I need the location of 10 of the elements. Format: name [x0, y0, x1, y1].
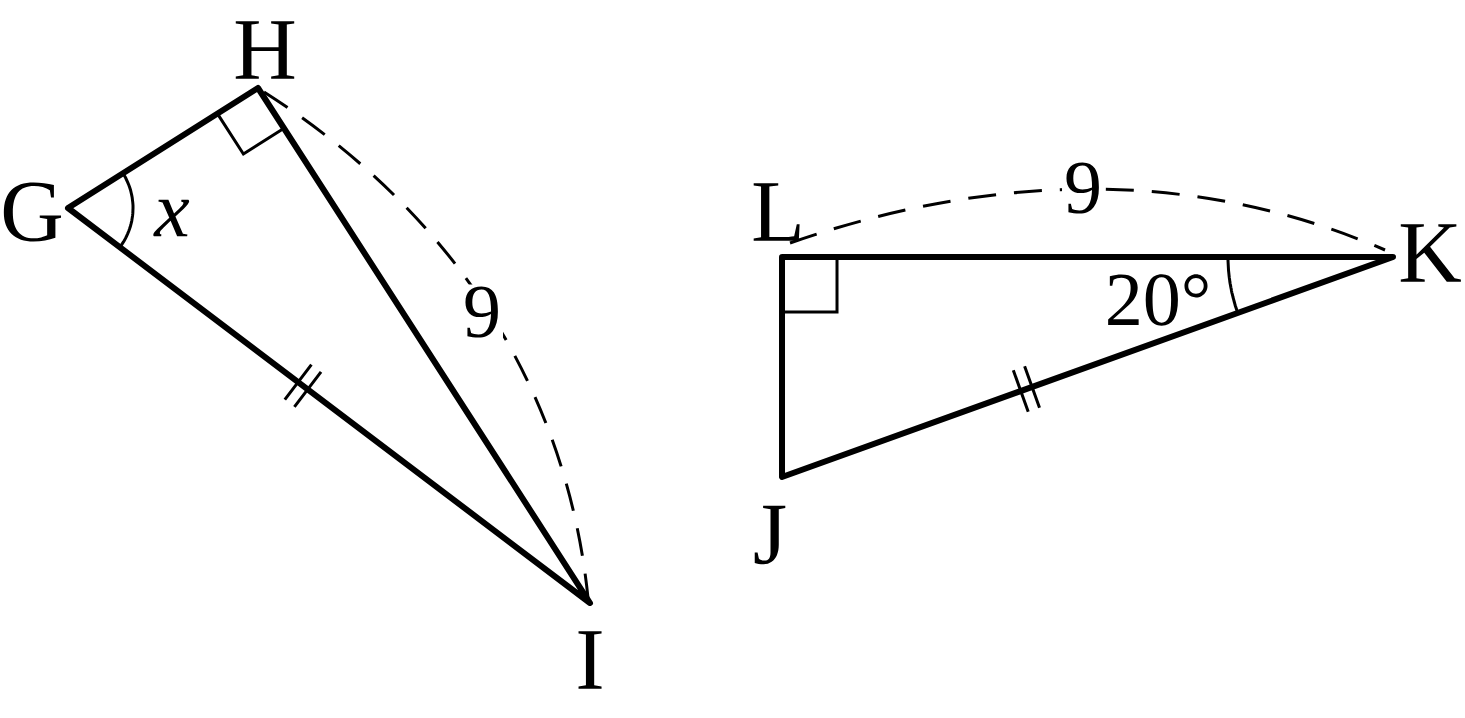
- label-text: x: [153, 199, 190, 237]
- label-text: H: [235, 21, 295, 79]
- label-text: K: [1400, 224, 1461, 282]
- label-text: J: [754, 505, 786, 565]
- label-text: 20°: [1108, 274, 1208, 326]
- label-text: L: [753, 183, 800, 241]
- label-text: I: [578, 631, 602, 689]
- label-text: G: [3, 182, 61, 242]
- label-text: 9: [1062, 160, 1104, 216]
- label-text: 9: [461, 284, 503, 340]
